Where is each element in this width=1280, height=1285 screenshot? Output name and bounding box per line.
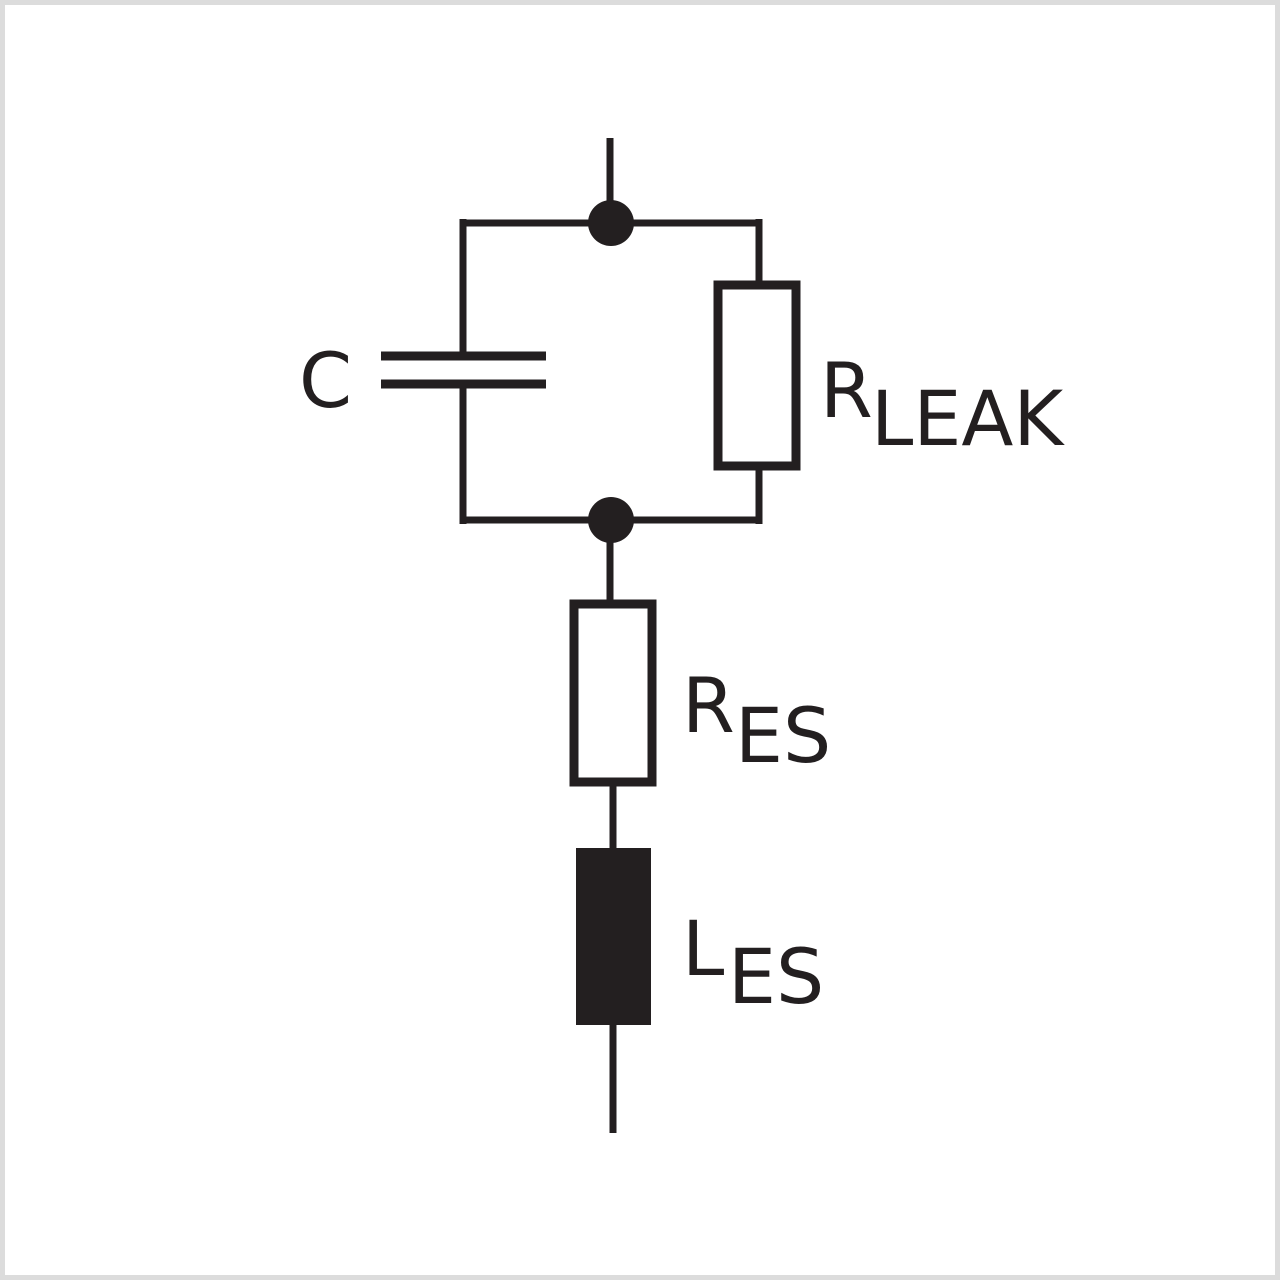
inductor-label-main: L [682,904,724,993]
series-resistor-label-sub: ES [735,691,831,780]
leak-resistor-label-sub: LEAK [871,374,1065,463]
leak-resistor-label-main: R [820,346,873,435]
circuit-diagram: C R LEAK R ES L ES [299,138,1065,1133]
inductor-label-sub: ES [728,932,824,1021]
bottom-junction-node [588,497,634,543]
series-inductor-body [576,848,651,1025]
series-resistor-label-main: R [682,661,735,750]
leak-resistor-body [713,280,801,471]
top-junction-node [588,200,634,246]
capacitor-label: C [299,336,352,425]
series-resistor-body [569,599,657,787]
